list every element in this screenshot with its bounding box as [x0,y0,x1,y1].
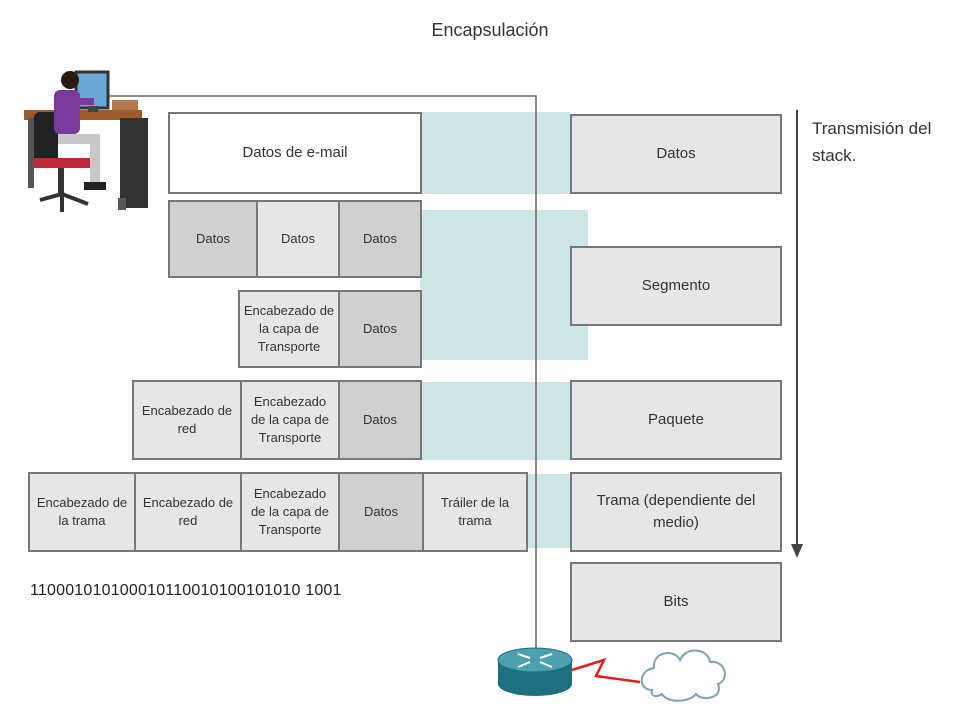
segmented-data-row: Datos Datos Datos [168,200,422,278]
pdu-segmento: Segmento [570,246,782,326]
pdu-datos: Datos [570,114,782,194]
frame-data-cell: Datos [338,474,422,550]
lightning-link-icon [571,657,641,684]
diagram-title: Encapsulación [431,20,549,40]
pdu-bits: Bits [570,562,782,642]
transport-header-cell: Encabezado de la capa de Transporte [240,292,338,366]
teal-band-4 [525,474,570,548]
packet-transport-header-cell: Encabezado de la capa de Transporte [240,382,338,458]
user-at-computer-icon [24,70,148,212]
network-cable-line [108,95,537,648]
frame-data-label: Datos [364,503,398,519]
data-segment-3-label: Datos [363,230,397,246]
data-segment-1: Datos [170,202,256,276]
pdu-bits-label: Bits [663,592,689,610]
bits-string: 110001010100010110010100101010 1001 [30,582,342,599]
email-data-label: Datos de e-mail [242,144,348,162]
pdu-trama: Trama (dependiente del medio) [570,472,782,552]
segment-row: Encabezado de la capa de Transporte Dato… [238,290,422,368]
pdu-datos-label: Datos [656,144,696,162]
frame-header-label: Encabezado de la trama [36,494,128,528]
pdu-segmento-label: Segmento [641,276,711,294]
data-segment-3: Datos [338,202,420,276]
frame-row: Encabezado de la trama Encabezado de red… [28,472,528,552]
stack-transmission-label: Transmisión del stack. [812,119,932,166]
pdu-paquete-label: Paquete [648,410,704,428]
packet-data-cell: Datos [338,382,420,458]
data-segment-1-label: Datos [196,230,230,246]
data-segment-2-label: Datos [281,230,315,246]
data-segment-2: Datos [256,202,338,276]
network-header-label: Encabezado de red [141,402,233,436]
frame-transport-header-label: Encabezado de la capa de Transporte [250,485,330,538]
transport-header-label: Encabezado de la capa de Transporte [243,302,335,355]
packet-transport-header-label: Encabezado de la capa de Transporte [250,393,330,446]
segment-data-cell: Datos [338,292,420,366]
frame-transport-header-cell: Encabezado de la capa de Transporte [240,474,338,550]
teal-band-3 [420,382,570,460]
pdu-paquete: Paquete [570,380,782,460]
router-icon [497,647,573,696]
teal-band-1 [420,112,570,194]
cloud-icon [640,649,726,702]
arrow-down-icon [791,110,803,558]
frame-network-header-cell: Encabezado de red [134,474,240,550]
pdu-trama-label: Trama (dependiente del medio) [596,491,756,532]
teal-band-2 [420,210,588,360]
segment-data-label: Datos [363,320,397,336]
frame-network-header-label: Encabezado de red [142,494,234,528]
packet-data-label: Datos [363,411,397,427]
network-header-cell: Encabezado de red [134,382,240,458]
frame-trailer-label: Tráiler de la trama [440,494,510,528]
frame-header-cell: Encabezado de la trama [30,474,134,550]
packet-row: Encabezado de red Encabezado de la capa … [132,380,422,460]
email-data-box: Datos de e-mail [168,112,422,194]
frame-trailer-cell: Tráiler de la trama [422,474,526,550]
